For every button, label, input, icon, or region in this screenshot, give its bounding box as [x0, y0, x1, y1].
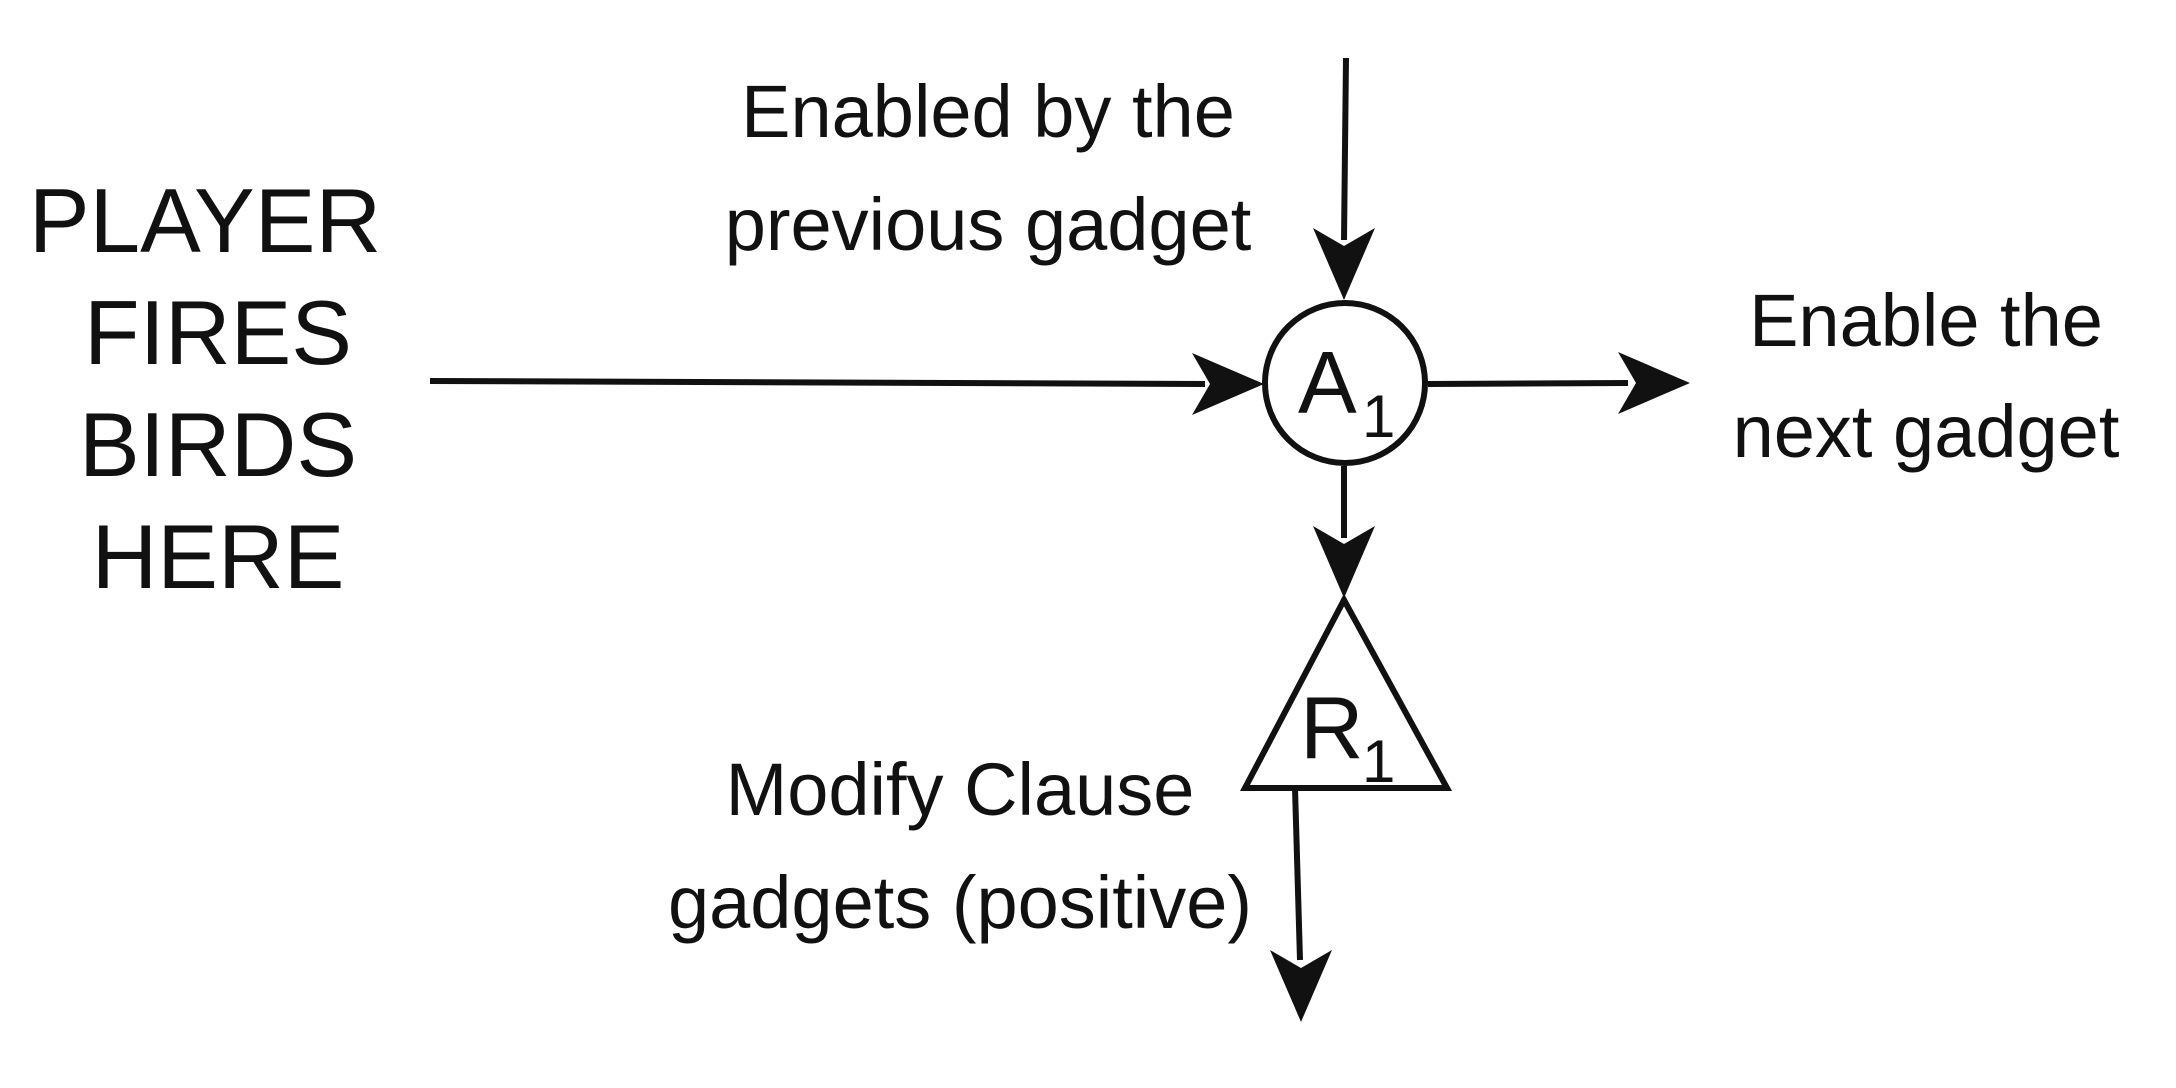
enable-next-label-line-2: next gadget: [1733, 390, 2120, 473]
enabled-by-label-line-1: Enabled by the: [741, 70, 1235, 153]
node-a1-letter: A: [1298, 333, 1357, 432]
node-r1-letter: R: [1300, 678, 1364, 777]
arrow-to-next-gadget: [1427, 352, 1690, 414]
node-a1: A 1: [1262, 300, 1428, 466]
player-label-line-3: BIRDS: [79, 395, 357, 496]
enable-next-label-line-1: Enable the: [1749, 279, 2103, 362]
player-label: PLAYER FIRES BIRDS HERE: [29, 171, 381, 608]
player-label-line-1: PLAYER: [29, 171, 381, 272]
node-a1-circle: [1262, 300, 1428, 466]
arrow-from-previous-gadget: [1313, 57, 1375, 300]
modify-clause-label-line-1: Modify Clause: [726, 748, 1195, 831]
arrow-to-clause-gadgets: [1270, 787, 1332, 1022]
enable-next-label: Enable the next gadget: [1733, 279, 2120, 473]
player-label-line-4: HERE: [92, 507, 345, 608]
arrow-a1-to-r1: [1313, 466, 1375, 598]
enabled-by-label-line-2: previous gadget: [725, 183, 1252, 266]
player-label-line-2: FIRES: [84, 283, 352, 384]
enabled-by-label: Enabled by the previous gadget: [725, 70, 1252, 266]
node-r1-subscript: 1: [1362, 728, 1395, 795]
node-r1-triangle: [1240, 593, 1453, 791]
node-a1-subscript: 1: [1362, 383, 1395, 450]
arrow-player-input: [429, 353, 1264, 415]
modify-clause-label: Modify Clause gadgets (positive): [668, 748, 1252, 944]
node-r1: R 1: [1240, 593, 1453, 795]
modify-clause-label-line-2: gadgets (positive): [668, 861, 1252, 944]
